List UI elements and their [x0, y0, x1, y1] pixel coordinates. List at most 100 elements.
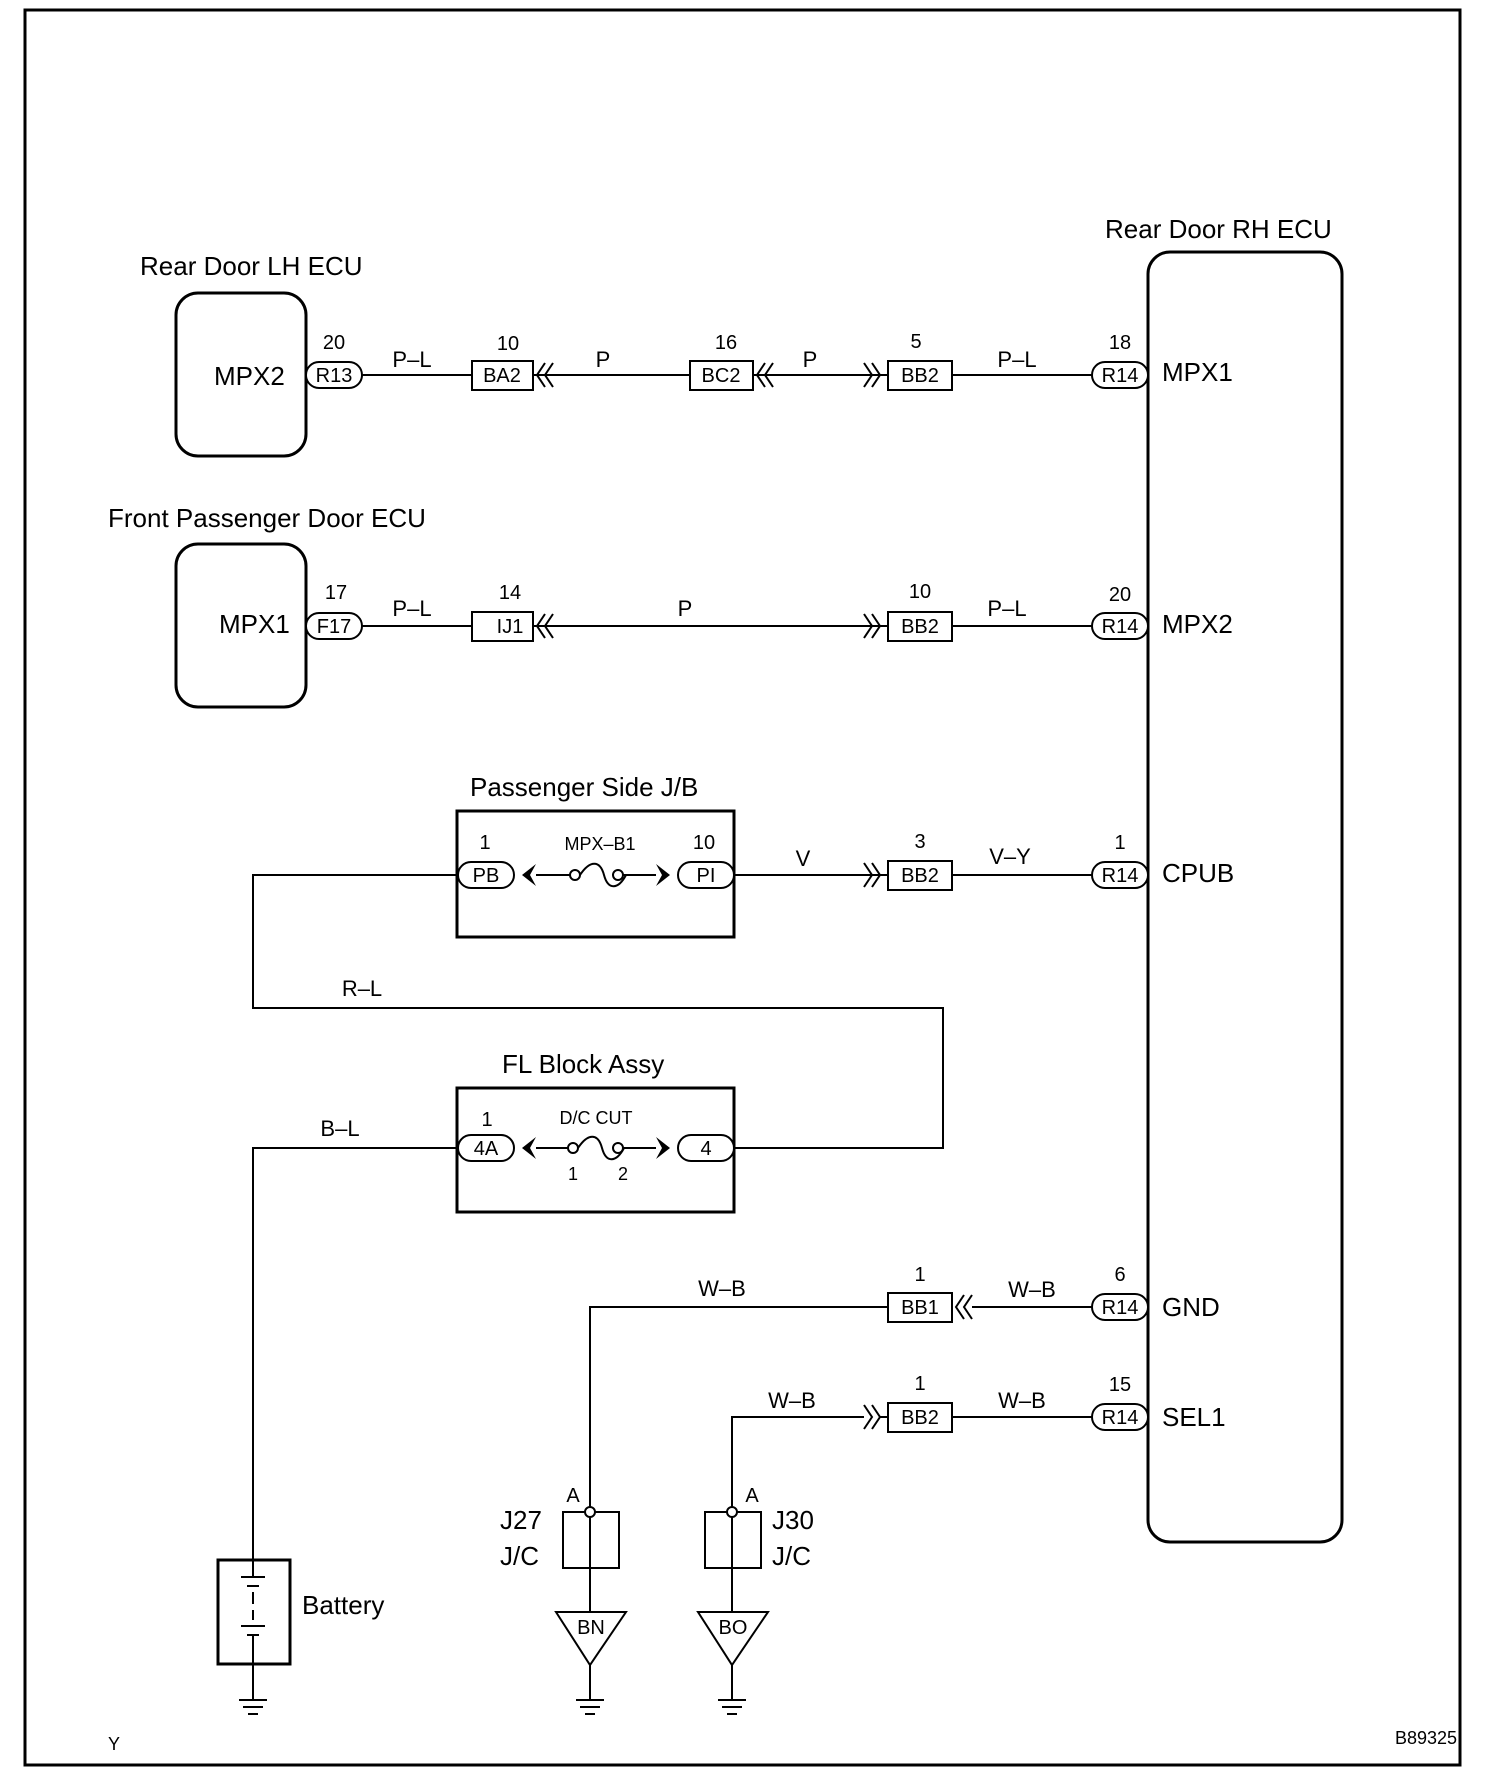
4-connector — [677, 1134, 735, 1162]
r14-connector-sel — [1091, 1403, 1149, 1431]
dc-cut-fuse-label: D/C CUT — [560, 1108, 633, 1128]
r14-pin-row2: 20 — [1109, 584, 1131, 606]
r14-label-row2: R14 — [1102, 616, 1139, 638]
bb2-pin-row1: 5 — [910, 331, 921, 353]
r14-pin-gnd: 6 — [1114, 1264, 1125, 1286]
r14-connector-row1 — [1091, 361, 1149, 389]
rh-pin-sel1: SEL1 — [1162, 1402, 1226, 1432]
b-l-battery-wire — [252, 1147, 458, 1573]
rh-pin-mpx2: MPX2 — [1162, 609, 1233, 639]
r14-label-row3: R14 — [1102, 865, 1139, 887]
sel-wire-1: W–B — [768, 1388, 816, 1413]
mpx-b1-fuse-label: MPX–B1 — [564, 834, 635, 854]
battery-icon — [241, 1560, 265, 1664]
rh-pin-cpub: CPUB — [1162, 858, 1234, 888]
bo-ground-triangle — [696, 1611, 770, 1667]
4a-connector — [457, 1134, 515, 1162]
rh-pin-gnd: GND — [1162, 1292, 1220, 1322]
bb2-connector-row2 — [887, 611, 953, 642]
row2-wire-1: P–L — [392, 596, 431, 621]
pb-connector — [457, 861, 515, 889]
r14-pin-row3: 1 — [1114, 832, 1125, 854]
r13-pin: 20 — [323, 332, 345, 354]
r13-connector — [305, 361, 363, 389]
bb2-pin-row2: 10 — [909, 581, 931, 603]
ba2-label: BA2 — [483, 365, 521, 387]
j27-type: J/C — [500, 1541, 539, 1571]
bn-ground-triangle — [554, 1611, 628, 1667]
row3-wire-2: V–Y — [989, 844, 1031, 869]
bn-ground-icon — [576, 1699, 604, 1715]
dc-cut-pin-1: 1 — [568, 1164, 578, 1184]
gnd-wire-2: W–B — [1008, 1277, 1056, 1302]
bc2-label: BC2 — [702, 365, 741, 387]
r14-pin-sel: 15 — [1109, 1374, 1131, 1396]
bb2-pin-row3: 3 — [914, 831, 925, 853]
4a-pin: 1 — [481, 1109, 492, 1131]
bb1-connector — [887, 1292, 953, 1323]
r13-label: R13 — [316, 365, 353, 387]
4-label: 4 — [700, 1138, 711, 1160]
b-l-label: B–L — [320, 1116, 359, 1141]
row3-wire-1: V — [796, 846, 811, 871]
ba2-connector — [471, 360, 534, 391]
pi-pin: 10 — [693, 832, 715, 854]
battery-label: Battery — [302, 1590, 384, 1620]
j30-type: J/C — [772, 1541, 811, 1571]
passenger-jb-title: Passenger Side J/B — [470, 772, 698, 802]
row1-wire-1: P–L — [392, 347, 431, 372]
f17-pin: 17 — [325, 582, 347, 604]
row1-wire-2: P — [596, 347, 611, 372]
lh-pin-mpx2: MPX2 — [214, 361, 285, 391]
ij1-connector — [471, 611, 534, 642]
figure-code: B89325 — [1395, 1728, 1457, 1748]
bo-label: BO — [719, 1617, 748, 1639]
bo-ground-icon — [718, 1699, 746, 1715]
r14-connector-row3 — [1091, 861, 1149, 889]
r14-pin-row1: 18 — [1109, 332, 1131, 354]
j27-name: J27 — [500, 1505, 542, 1535]
r14-connector-gnd — [1091, 1293, 1149, 1321]
sel-wire-2: W–B — [998, 1388, 1046, 1413]
j27-pin: A — [566, 1485, 580, 1507]
bb2-label-row1: BB2 — [901, 365, 939, 387]
4a-label: 4A — [474, 1138, 499, 1160]
bb2-connector-row1 — [887, 360, 953, 391]
fl-block-title: FL Block Assy — [502, 1049, 664, 1079]
pb-pin: 1 — [479, 832, 490, 854]
bb2-connector-sel — [887, 1402, 953, 1433]
bb1-label: BB1 — [901, 1297, 939, 1319]
corner-left-label: Y — [108, 1734, 120, 1754]
r14-label-row1: R14 — [1102, 365, 1139, 387]
f17-connector — [305, 612, 363, 640]
r-l-loop-wire — [252, 874, 944, 1149]
ij1-pin: 14 — [499, 582, 521, 604]
row1-wire-3: P — [803, 347, 818, 372]
bb2-pin-sel: 1 — [914, 1373, 925, 1395]
r-l-label: R–L — [342, 976, 382, 1001]
r14-label-sel: R14 — [1102, 1407, 1139, 1429]
rear-rh-ecu-box — [1146, 250, 1344, 1544]
row2-wire-2: P — [678, 596, 693, 621]
rear-lh-ecu-title: Rear Door LH ECU — [140, 251, 363, 281]
bc2-connector — [689, 360, 754, 391]
bb2-label-sel: BB2 — [901, 1407, 939, 1429]
ba2-pin: 10 — [497, 333, 519, 355]
bb2-connector-row3 — [887, 860, 953, 891]
outer-frame — [23, 8, 1462, 1767]
row1-wire-4: P–L — [997, 347, 1036, 372]
j30-name: J30 — [772, 1505, 814, 1535]
pi-label: PI — [697, 865, 716, 887]
row2-wire-3: P–L — [987, 596, 1026, 621]
battery-ground-icon — [239, 1699, 267, 1715]
fp-pin-mpx1: MPX1 — [219, 609, 290, 639]
ij1-label: IJ1 — [497, 616, 524, 638]
f17-label: F17 — [317, 616, 351, 638]
j30-pin: A — [745, 1485, 759, 1507]
bn-label: BN — [577, 1617, 605, 1639]
bb1-pin: 1 — [914, 1264, 925, 1286]
bb2-label-row2: BB2 — [901, 616, 939, 638]
bb2-label-row3: BB2 — [901, 865, 939, 887]
r14-label-gnd: R14 — [1102, 1297, 1139, 1319]
